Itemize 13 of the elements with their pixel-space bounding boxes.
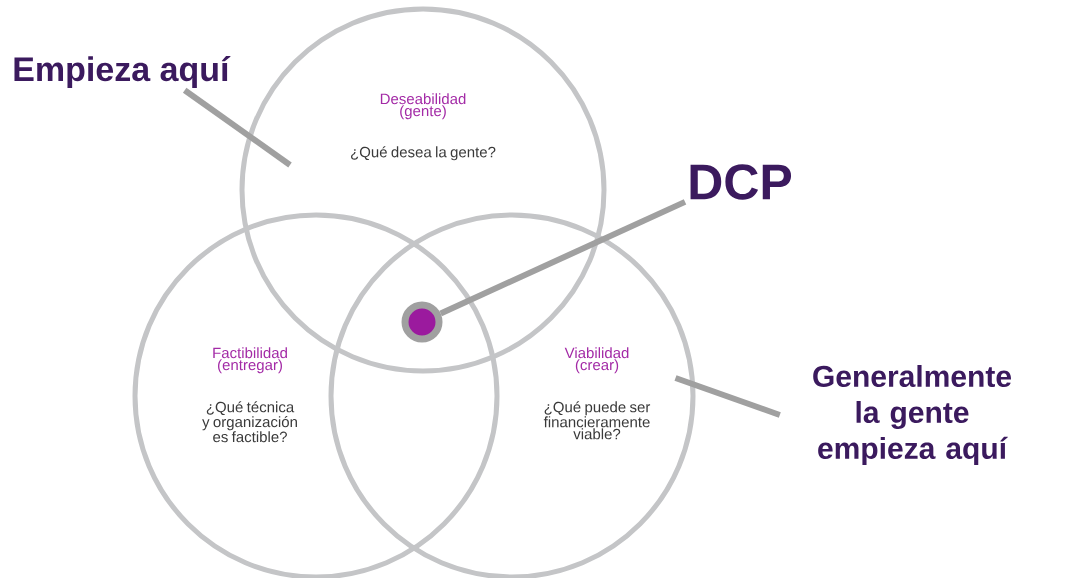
circle-question: ¿Qué técnica y organización es factible? xyxy=(202,401,297,443)
callout-label: Empieza aquí xyxy=(14,56,231,88)
circle-question: ¿Qué desea la gente? xyxy=(351,146,496,161)
callout-label: Generalmente la gente empieza aquí xyxy=(813,365,1011,465)
target-dot xyxy=(401,301,443,343)
callout-label: DCP xyxy=(690,164,792,200)
leader-line xyxy=(674,375,781,418)
circle-heading: Factibilidad (entregar) xyxy=(213,347,287,374)
circle-heading: Viabilidad (crear) xyxy=(564,347,629,374)
leader-line xyxy=(182,87,292,168)
circle-question: ¿Qué puede ser financieramente viable? xyxy=(543,401,651,440)
circle-heading: Deseabilidad (gente) xyxy=(380,93,466,120)
leader-line xyxy=(439,199,687,317)
